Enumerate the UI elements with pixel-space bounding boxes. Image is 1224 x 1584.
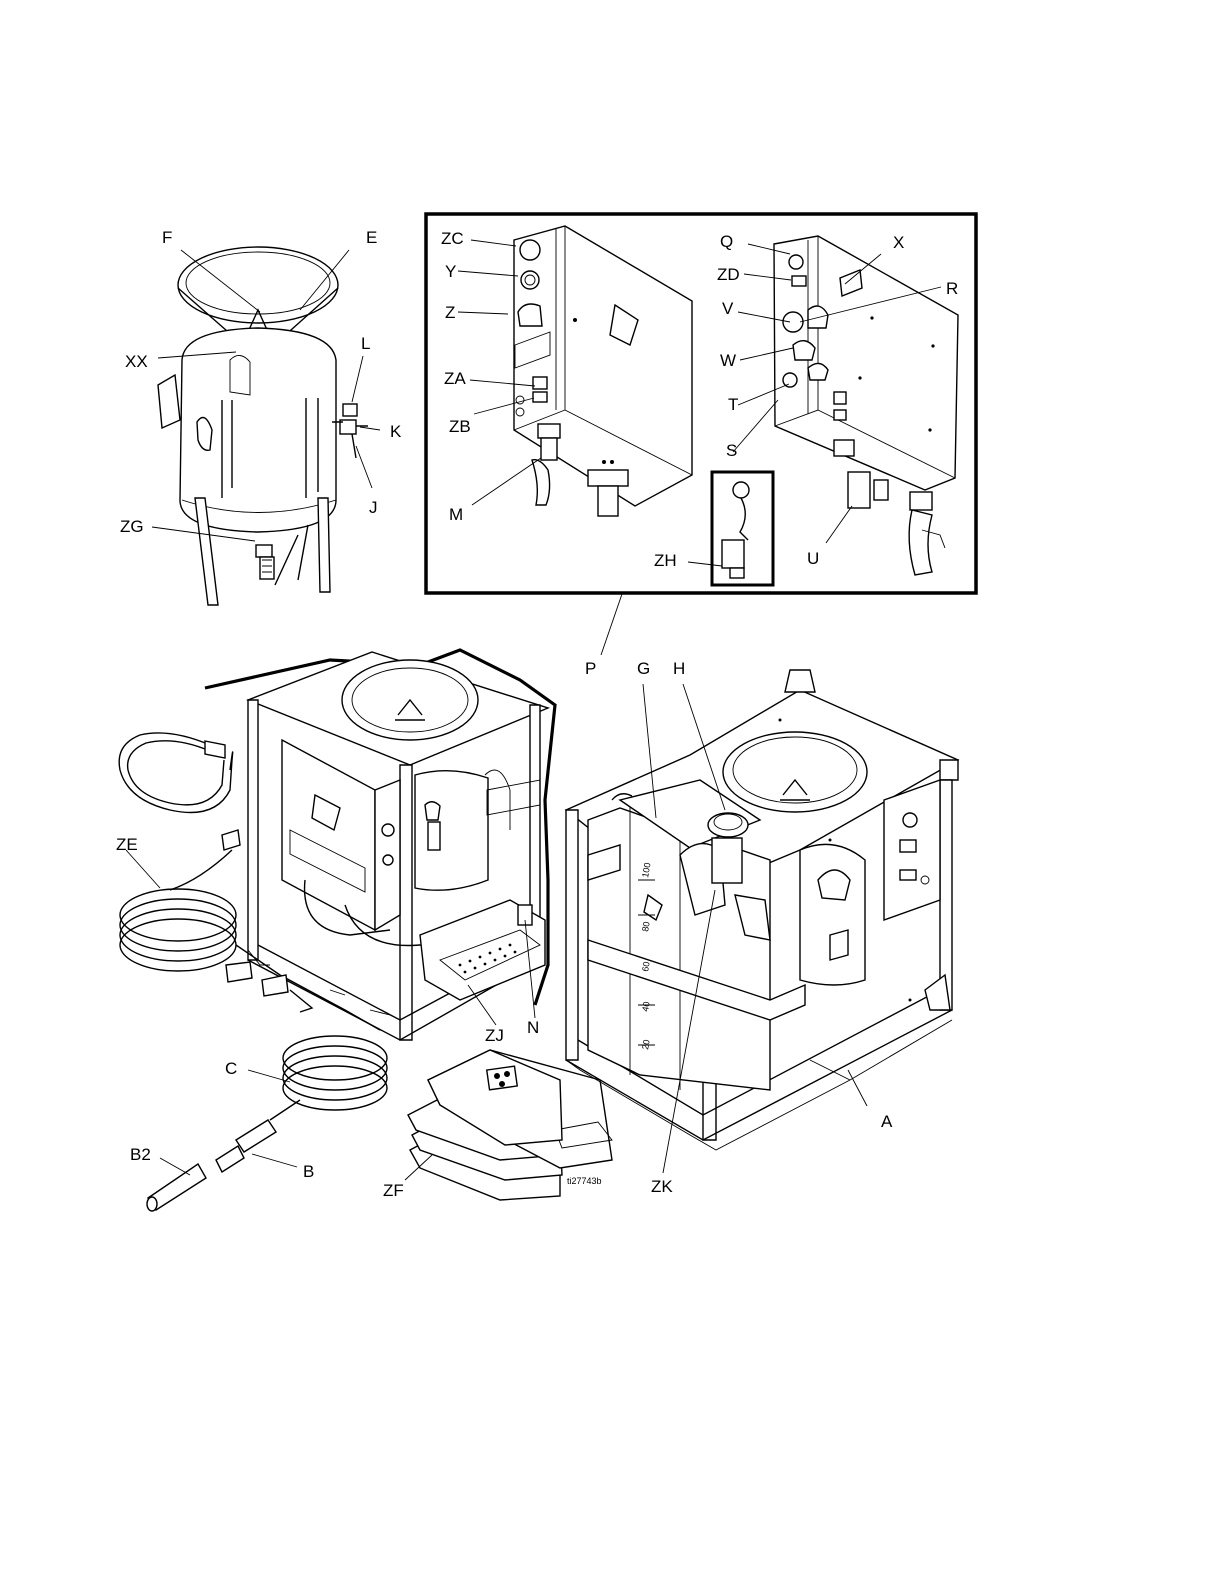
- callout-ZB: ZB: [449, 417, 471, 436]
- callout-G: G: [637, 659, 650, 678]
- callout-M: M: [449, 505, 463, 524]
- control-panel-inset: [426, 214, 976, 593]
- callout-ZF: ZF: [383, 1181, 404, 1200]
- callout-P: P: [585, 659, 596, 678]
- callout-F: F: [162, 228, 172, 247]
- callout-ZE: ZE: [116, 835, 138, 854]
- callout-B2: B2: [130, 1145, 151, 1164]
- callout-ZG: ZG: [120, 517, 144, 536]
- callout-Q: Q: [720, 232, 733, 251]
- callout-W: W: [720, 351, 736, 370]
- callout-ZD: ZD: [717, 265, 740, 284]
- machine-open-side-illustration: [205, 650, 555, 1040]
- callout-B: B: [303, 1162, 314, 1181]
- tank-scale-60: 60: [640, 961, 652, 973]
- callout-L: L: [361, 334, 370, 353]
- callout-H: H: [673, 659, 685, 678]
- callout-ZH: ZH: [654, 551, 677, 570]
- hopper-vessel-illustration: [152, 247, 380, 605]
- callout-K: K: [390, 422, 402, 441]
- callout-T: T: [728, 395, 738, 414]
- tank-scale-80: 80: [640, 921, 652, 933]
- callout-ZC: ZC: [441, 229, 464, 248]
- tank-scale-40: 40: [640, 1001, 652, 1013]
- callout-S: S: [726, 441, 737, 460]
- callout-R: R: [946, 279, 958, 298]
- callout-X: X: [893, 233, 904, 252]
- callout-A: A: [881, 1112, 893, 1131]
- callout-ZJ: ZJ: [485, 1026, 504, 1045]
- callout-XX: XX: [125, 352, 148, 371]
- callout-N: N: [527, 1018, 539, 1037]
- callout-C: C: [225, 1059, 237, 1078]
- figure-id: ti27743b: [567, 1176, 602, 1186]
- machine-front-illustration: [566, 670, 958, 1173]
- callout-J: J: [369, 498, 378, 517]
- tank-scale-20: 20: [640, 1039, 652, 1051]
- callout-Y: Y: [445, 262, 456, 281]
- callout-E: E: [366, 228, 377, 247]
- callout-ZA: ZA: [444, 369, 466, 388]
- callout-ZK: ZK: [651, 1177, 673, 1196]
- callout-U: U: [807, 549, 819, 568]
- callout-V: V: [722, 299, 734, 318]
- callout-Z: Z: [445, 303, 455, 322]
